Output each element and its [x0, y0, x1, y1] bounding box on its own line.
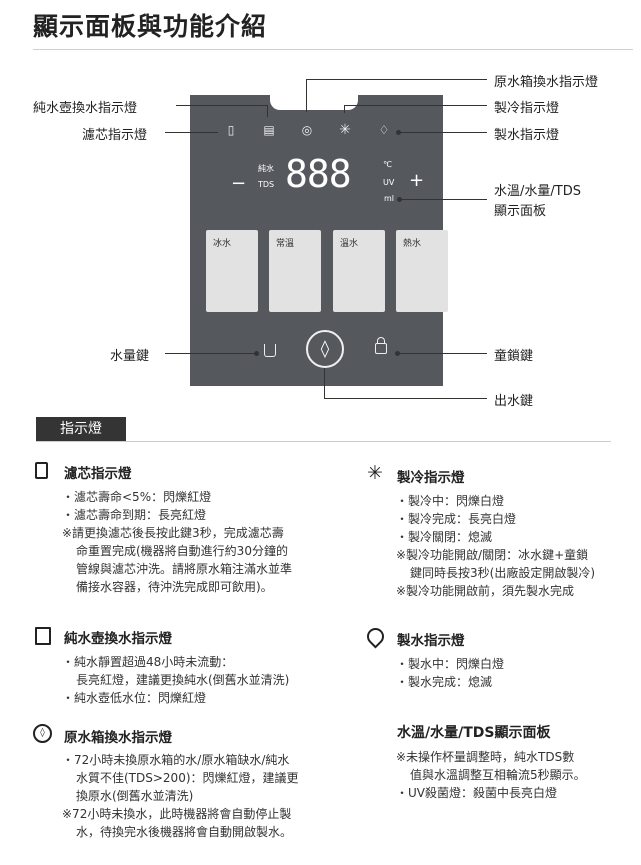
- display-line: ※未操作杯量調整時，純水TDS數: [396, 750, 575, 764]
- filter-line: ・濾芯壽命<5%：閃爍紅燈: [62, 490, 212, 504]
- raw-tank-icon: ◊: [33, 724, 52, 743]
- cooling-line: ・製冷關閉：熄滅: [396, 530, 493, 544]
- callout-line: [344, 105, 345, 113]
- pure-line: ・純水壺低水位：閃爍紅燈: [62, 691, 207, 705]
- filter-icon: [35, 462, 48, 479]
- callout-line: [397, 353, 487, 354]
- making-line: ・製水完成：熄滅: [396, 675, 493, 689]
- room-temp-button[interactable]: 常溫: [269, 230, 321, 312]
- callout-display-1: 水溫/水量/TDS: [494, 184, 581, 199]
- callout-dispense: 出水鍵: [494, 394, 534, 409]
- cup-icon[interactable]: [264, 344, 276, 357]
- pure-line: 長亮紅燈，建議更換純水(倒舊水並清洗): [76, 673, 290, 687]
- cooling-line: ・製冷完成：長亮白燈: [396, 512, 517, 526]
- lock-shackle-icon: [377, 337, 385, 344]
- filter-indicator-icon: ▯: [227, 123, 235, 137]
- cooling-line: ※製冷功能開啟/關閉：冰水鍵+童鎖: [396, 548, 589, 562]
- raw-line: 水，待換完水後機器將會自動開啟製水。: [76, 825, 293, 839]
- hot-water-label: 熱水: [403, 239, 422, 249]
- page-title: 顯示面板與功能介紹: [33, 12, 268, 41]
- lock-icon[interactable]: [375, 343, 387, 354]
- callout-line: [306, 79, 487, 80]
- making-icon: [363, 624, 388, 649]
- uv-label: UV: [383, 178, 395, 187]
- cooling-indicator-icon: ✳: [339, 122, 351, 138]
- raw-section-title: 原水箱換水指示燈: [64, 730, 172, 746]
- callout-line: [344, 105, 487, 106]
- pure-line: ・純水靜置超過48小時未流動：: [62, 655, 234, 669]
- callout-line: [399, 199, 487, 200]
- raw-water-indicator-icon: ◎: [301, 123, 313, 137]
- tds-label: TDS: [258, 180, 275, 189]
- display-line: ・UV殺菌燈：殺菌中長亮白燈: [396, 786, 557, 800]
- raw-line: 換原水(倒舊水並清洗): [76, 789, 194, 803]
- cooling-icon: ✳: [367, 462, 383, 484]
- title-divider: [33, 49, 633, 50]
- raw-line: ・72小時未換原水箱的水/原水箱缺水/純水: [62, 753, 290, 767]
- dispense-button[interactable]: ◊: [306, 330, 344, 368]
- filter-line: ※請更換濾芯後長按此鍵3秒，完成濾芯壽: [62, 526, 284, 540]
- callout-line: [324, 398, 487, 399]
- filter-line: 命重置完成(機器將自動進行約30分鐘的: [76, 544, 288, 558]
- plus-key[interactable]: +: [409, 170, 425, 191]
- cooling-line: ・製冷中：閃爍白燈: [396, 494, 505, 508]
- raw-line: ※72小時未換水，此時機器將會自動停止製: [62, 807, 292, 821]
- callout-child-lock: 童鎖鍵: [494, 349, 534, 364]
- warm-water-button[interactable]: 溫水: [333, 230, 385, 312]
- callout-line: [306, 79, 307, 112]
- cooling-line: ※製冷功能開啟前，須先製水完成: [396, 584, 575, 598]
- making-section-title: 製水指示燈: [397, 633, 465, 649]
- chunshui-label: 純水: [258, 164, 274, 173]
- cooling-line: 鍵同時長按3秒(出廠設定開啟製冷): [410, 566, 595, 580]
- cooling-section-title: 製冷指示燈: [397, 470, 465, 486]
- callout-filter: 濾芯指示燈: [82, 128, 148, 143]
- pure-kettle-icon: [35, 627, 51, 645]
- ml-label: ml: [384, 194, 395, 203]
- display-section-title: 水溫/水量/TDS顯示面板: [397, 725, 551, 741]
- section-divider: [36, 441, 611, 442]
- room-temp-label: 常溫: [276, 239, 295, 249]
- callout-line: [165, 353, 257, 354]
- callout-dot: [254, 351, 259, 356]
- pure-water-indicator-icon: ▤: [263, 123, 275, 137]
- callout-pure-kettle: 純水壺換水指示燈: [33, 101, 138, 116]
- callout-raw-tank: 原水箱換水指示燈: [494, 75, 599, 90]
- ice-water-button[interactable]: 冰水: [206, 230, 258, 312]
- making-indicator-icon: ♢: [378, 123, 390, 137]
- callout-cooling: 製冷指示燈: [494, 101, 560, 116]
- making-line: ・製水中：閃爍白燈: [396, 657, 505, 671]
- callout-line: [324, 368, 325, 398]
- callout-line: [398, 132, 487, 133]
- minus-key[interactable]: −: [231, 173, 247, 194]
- pure-section-title: 純水壺換水指示燈: [64, 631, 172, 647]
- hot-water-button[interactable]: 熱水: [396, 230, 448, 312]
- filter-line: 備接水容器，待沖洗完成即可飲用)。: [76, 580, 273, 594]
- callout-line: [176, 105, 268, 106]
- filter-line: ・濾芯壽命到期：長亮紅燈: [62, 508, 207, 522]
- warm-water-label: 溫水: [340, 239, 359, 249]
- water-drop-icon: ◊: [320, 339, 330, 359]
- callout-display-2: 顯示面板: [494, 204, 547, 219]
- callout-line: [165, 132, 218, 133]
- ice-water-label: 冰水: [213, 239, 232, 249]
- filter-line: 管線與濾芯沖洗。請將原水箱注滿水並準: [76, 562, 293, 576]
- filter-section-title: 濾芯指示燈: [64, 466, 132, 482]
- section-tag: 指示燈: [36, 417, 126, 442]
- celsius-label: ℃: [383, 160, 392, 169]
- callout-making: 製水指示燈: [494, 128, 560, 143]
- callout-line: [267, 105, 268, 117]
- display-line: 值與水溫調整互相輪流5秒顯示。: [410, 768, 586, 782]
- seven-segment-display: 888: [285, 152, 352, 196]
- raw-line: 水質不佳(TDS>200)：閃爍紅燈，建議更: [76, 771, 299, 785]
- callout-volume-key: 水量鍵: [110, 349, 150, 364]
- panel-notch: [270, 80, 358, 110]
